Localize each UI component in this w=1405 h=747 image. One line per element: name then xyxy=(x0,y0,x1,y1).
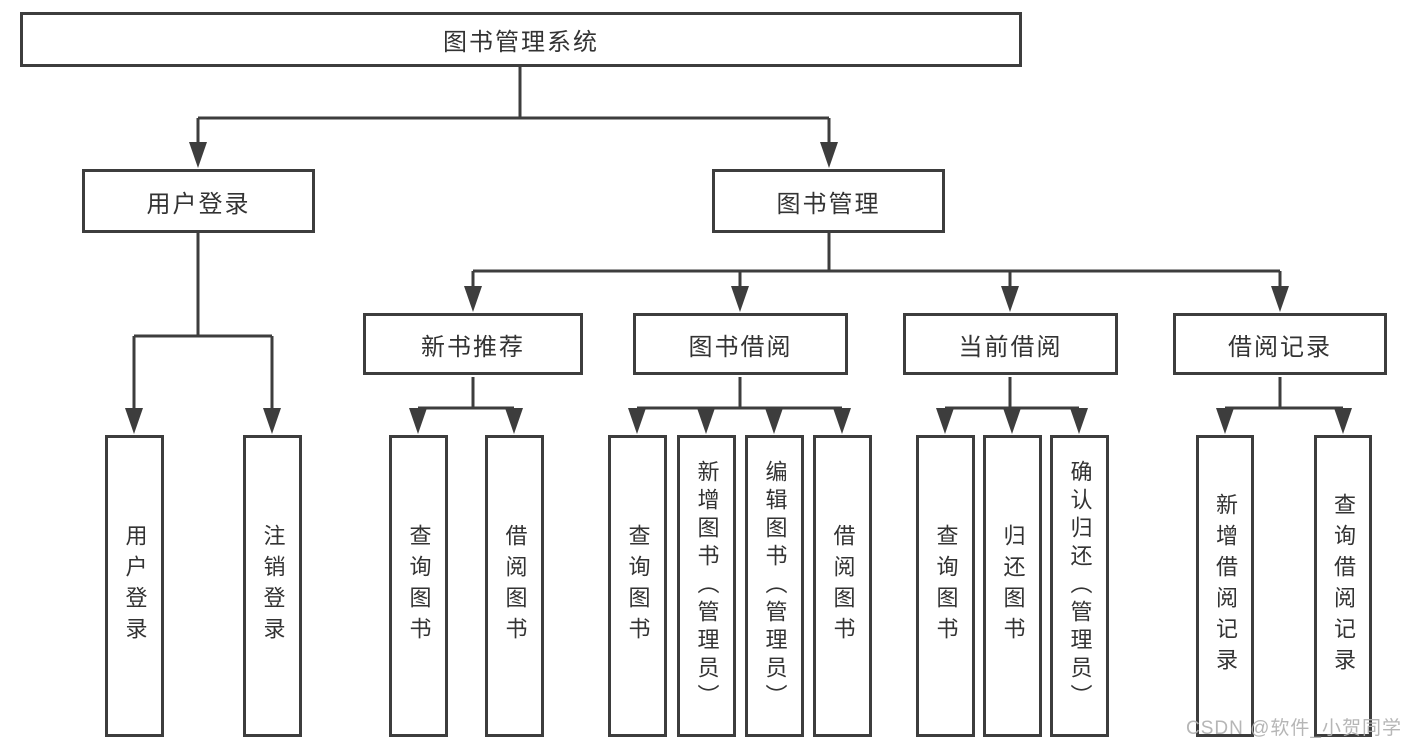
leaf-query-books-3: 查询图书 xyxy=(916,435,975,737)
node-book-management: 图书管理 xyxy=(712,169,945,233)
leaf-confirm-return-admin: 确认归还（管理员） xyxy=(1050,435,1109,737)
leaf-logout: 注销登录 xyxy=(243,435,302,737)
csdn-watermark: CSDN @软件_小贺同学 xyxy=(1186,718,1402,739)
leaf-query-books-1: 查询图书 xyxy=(389,435,448,737)
leaf-add-borrow-record: 新增借阅记录 xyxy=(1196,435,1254,737)
leaf-borrow-books-1: 借阅图书 xyxy=(485,435,544,737)
leaf-borrow-books-2: 借阅图书 xyxy=(813,435,872,737)
leaf-add-book-admin: 新增图书（管理员） xyxy=(677,435,736,737)
arrowheads xyxy=(125,142,1352,434)
node-borrow-records: 借阅记录 xyxy=(1173,313,1387,375)
node-book-borrow: 图书借阅 xyxy=(633,313,848,375)
node-new-book-recommend: 新书推荐 xyxy=(363,313,583,375)
leaf-user-login: 用户登录 xyxy=(105,435,164,737)
node-user-login-group: 用户登录 xyxy=(82,169,315,233)
leaf-return-books: 归还图书 xyxy=(983,435,1042,737)
leaf-query-books-2: 查询图书 xyxy=(608,435,667,737)
leaf-query-borrow-record: 查询借阅记录 xyxy=(1314,435,1372,737)
node-root-system: 图书管理系统 xyxy=(20,12,1022,67)
leaf-edit-book-admin: 编辑图书（管理员） xyxy=(745,435,804,737)
node-current-borrow: 当前借阅 xyxy=(903,313,1118,375)
